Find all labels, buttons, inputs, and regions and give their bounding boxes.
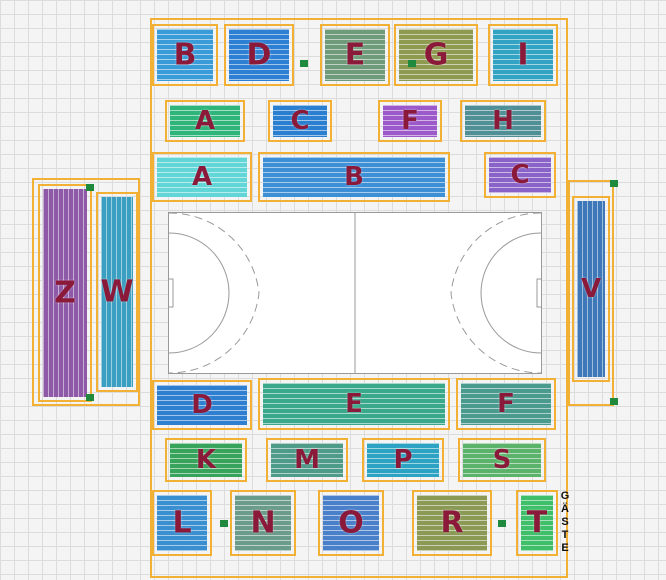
block-A-upper[interactable]: A xyxy=(165,100,245,142)
block-label-T: T xyxy=(526,505,548,541)
exit-marker xyxy=(300,60,308,67)
block-B-lower[interactable]: B xyxy=(258,152,450,202)
block-label-F-upper: F xyxy=(401,106,419,136)
block-Z[interactable]: Z xyxy=(38,184,92,402)
block-label-R: R xyxy=(440,505,464,541)
block-label-E-top: E xyxy=(344,37,366,73)
block-label-Z: Z xyxy=(54,275,76,311)
block-label-M: M xyxy=(294,445,320,475)
arena-outline xyxy=(150,18,568,578)
exit-marker xyxy=(610,398,618,405)
block-label-N: N xyxy=(250,505,276,541)
block-label-O: O xyxy=(338,505,364,541)
exit-marker xyxy=(498,520,506,527)
block-label-A-upper: A xyxy=(194,106,216,136)
block-label-C-upper: C xyxy=(290,106,310,136)
guest-sector-label: GÄSTE xyxy=(560,490,570,554)
block-label-S: S xyxy=(492,445,512,475)
block-G-top[interactable]: G xyxy=(394,24,478,86)
block-label-K: K xyxy=(195,445,217,475)
block-label-I-top: I xyxy=(517,37,529,73)
block-W[interactable]: W xyxy=(96,192,138,392)
block-label-H-upper: H xyxy=(492,106,514,136)
block-C-upper[interactable]: C xyxy=(268,100,332,142)
block-label-W: W xyxy=(100,274,134,310)
block-label-P: P xyxy=(393,445,413,475)
block-D-top[interactable]: D xyxy=(224,24,294,86)
block-label-L: L xyxy=(172,505,192,541)
block-T[interactable]: T xyxy=(516,490,558,556)
block-label-G-top: G xyxy=(423,37,449,73)
block-label-D-lower: D xyxy=(191,390,213,420)
block-label-E-lower: E xyxy=(345,389,363,419)
block-I-top[interactable]: I xyxy=(488,24,558,86)
block-label-A-lower: A xyxy=(191,162,213,192)
block-label-F-lower: F xyxy=(497,389,515,419)
right-wing-outline xyxy=(568,180,614,406)
court-markings xyxy=(164,212,546,374)
block-B-top[interactable]: B xyxy=(152,24,218,86)
block-L[interactable]: L xyxy=(152,490,212,556)
exit-marker xyxy=(610,180,618,187)
block-label-D-top: D xyxy=(246,37,272,73)
block-label-B-lower: B xyxy=(344,162,364,192)
block-V[interactable]: V xyxy=(572,196,610,382)
block-N[interactable]: N xyxy=(230,490,296,556)
block-E-top[interactable]: E xyxy=(320,24,390,86)
block-label-C-lower: C xyxy=(510,160,530,190)
block-O[interactable]: O xyxy=(318,490,384,556)
exit-marker xyxy=(86,184,94,191)
block-H-upper[interactable]: H xyxy=(460,100,546,142)
block-E-lower[interactable]: E xyxy=(258,378,450,430)
block-F-lower[interactable]: F xyxy=(456,378,556,430)
exit-marker xyxy=(220,520,228,527)
block-K[interactable]: K xyxy=(165,438,247,482)
block-M[interactable]: M xyxy=(266,438,348,482)
handball-court xyxy=(164,212,546,374)
block-C-lower[interactable]: C xyxy=(484,152,556,198)
block-F-upper[interactable]: F xyxy=(378,100,442,142)
block-label-B-top: B xyxy=(173,37,197,73)
left-wing-outline xyxy=(32,178,140,406)
block-R[interactable]: R xyxy=(412,490,492,556)
block-A-lower[interactable]: A xyxy=(152,152,252,202)
block-P[interactable]: P xyxy=(362,438,444,482)
block-label-V: V xyxy=(580,274,602,304)
block-D-lower[interactable]: D xyxy=(152,380,252,430)
block-S[interactable]: S xyxy=(458,438,546,482)
exit-marker xyxy=(86,394,94,401)
exit-marker xyxy=(408,60,416,67)
